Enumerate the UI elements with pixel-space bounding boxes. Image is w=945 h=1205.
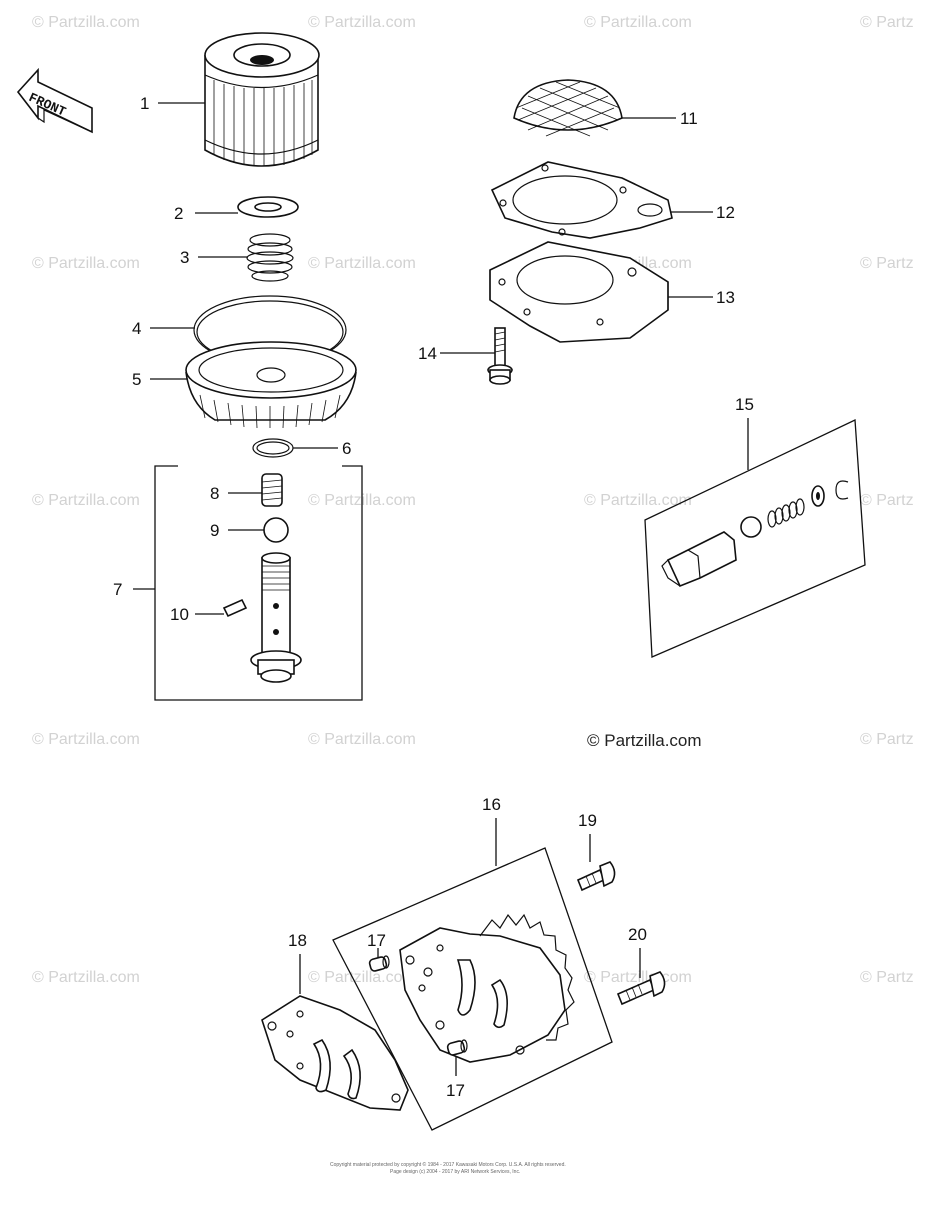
- watermark: © Partz: [860, 14, 914, 31]
- oil-pump-group-frame: [332, 847, 613, 1131]
- callout-5: 5: [132, 370, 141, 389]
- callout-14: 14: [418, 344, 437, 363]
- watermark: © Partzilla.com: [584, 969, 692, 986]
- callout-6: 6: [342, 439, 351, 458]
- oil-filter-icon: [204, 32, 320, 167]
- dowel-pin-icon: [368, 955, 390, 972]
- legal-line-1: Copyright material protected by copyrigh…: [330, 1161, 566, 1168]
- watermark: © Partz: [860, 731, 914, 748]
- callout-3: 3: [180, 248, 189, 267]
- ball-icon: [263, 517, 289, 543]
- watermark: © Partz: [860, 255, 914, 272]
- washer-icon: [237, 196, 299, 218]
- small-o-ring-icon: [252, 438, 294, 458]
- long-bolt-icon: [616, 971, 666, 1006]
- relief-valve-group-frame: [644, 419, 866, 658]
- watermark: © Partzilla.com: [584, 492, 692, 509]
- watermark: © Partzilla.com: [584, 14, 692, 31]
- callout-18: 18: [288, 931, 307, 950]
- gasket-icon: [490, 161, 673, 239]
- callout-11: 11: [680, 109, 698, 128]
- callout-19: 19: [578, 811, 597, 830]
- oil-pump-body-icon: [399, 913, 575, 1063]
- callout-8: 8: [210, 484, 219, 503]
- bolt-icon: [487, 327, 513, 385]
- front-arrow-icon: FRONT: [16, 67, 93, 134]
- relief-valve-assembly-icon: [661, 480, 849, 588]
- callout-10: 10: [170, 605, 189, 624]
- watermark-layer: © Partzilla.com © Partzilla.com © Partzi…: [32, 14, 914, 986]
- callout-1: 1: [140, 94, 149, 113]
- callout-20: 20: [628, 925, 647, 944]
- callout-13: 13: [716, 288, 735, 307]
- callout-16: 16: [482, 795, 501, 814]
- watermark: © Partzilla.com: [32, 255, 140, 272]
- legal-line-2: Page design (c) 2004 - 2017 by ARI Netwo…: [390, 1169, 520, 1175]
- watermark: © Partzilla.com: [308, 969, 416, 986]
- screw-icon: [576, 861, 616, 892]
- watermark: © Partzilla.com: [308, 255, 416, 272]
- pump-gasket-icon: [261, 995, 409, 1111]
- watermark: © Partzilla.com: [308, 14, 416, 31]
- filter-cover-icon: [185, 341, 357, 429]
- watermark: © Partzilla.com: [32, 731, 140, 748]
- callout-17-top: 17: [367, 931, 386, 950]
- watermark: © Partz: [860, 969, 914, 986]
- pin-icon: [222, 598, 248, 618]
- watermark: © Partzilla.com: [32, 14, 140, 31]
- pump-cover-icon: [489, 241, 669, 343]
- callout-9: 9: [210, 521, 219, 540]
- callout-12: 12: [716, 203, 735, 222]
- copyright-credit: © Partzilla.com: [587, 731, 702, 750]
- watermark: © Partzilla.com: [32, 969, 140, 986]
- spring-icon: [246, 233, 294, 282]
- dowel-pin-icon: [446, 1039, 468, 1056]
- strainer-screen-icon: [513, 79, 623, 137]
- relief-valve-body-icon: [250, 552, 302, 683]
- watermark: © Partz: [860, 492, 914, 509]
- group-bracket-7: [154, 465, 363, 701]
- callout-4: 4: [132, 319, 141, 338]
- watermark: © Partzilla.com: [308, 731, 416, 748]
- callout-2: 2: [174, 204, 183, 223]
- relief-spring-icon: [261, 473, 283, 507]
- callout-17-bottom: 17: [446, 1081, 465, 1100]
- watermark: © Partzilla.com: [32, 492, 140, 509]
- callout-7: 7: [113, 580, 122, 599]
- callout-15: 15: [735, 395, 754, 414]
